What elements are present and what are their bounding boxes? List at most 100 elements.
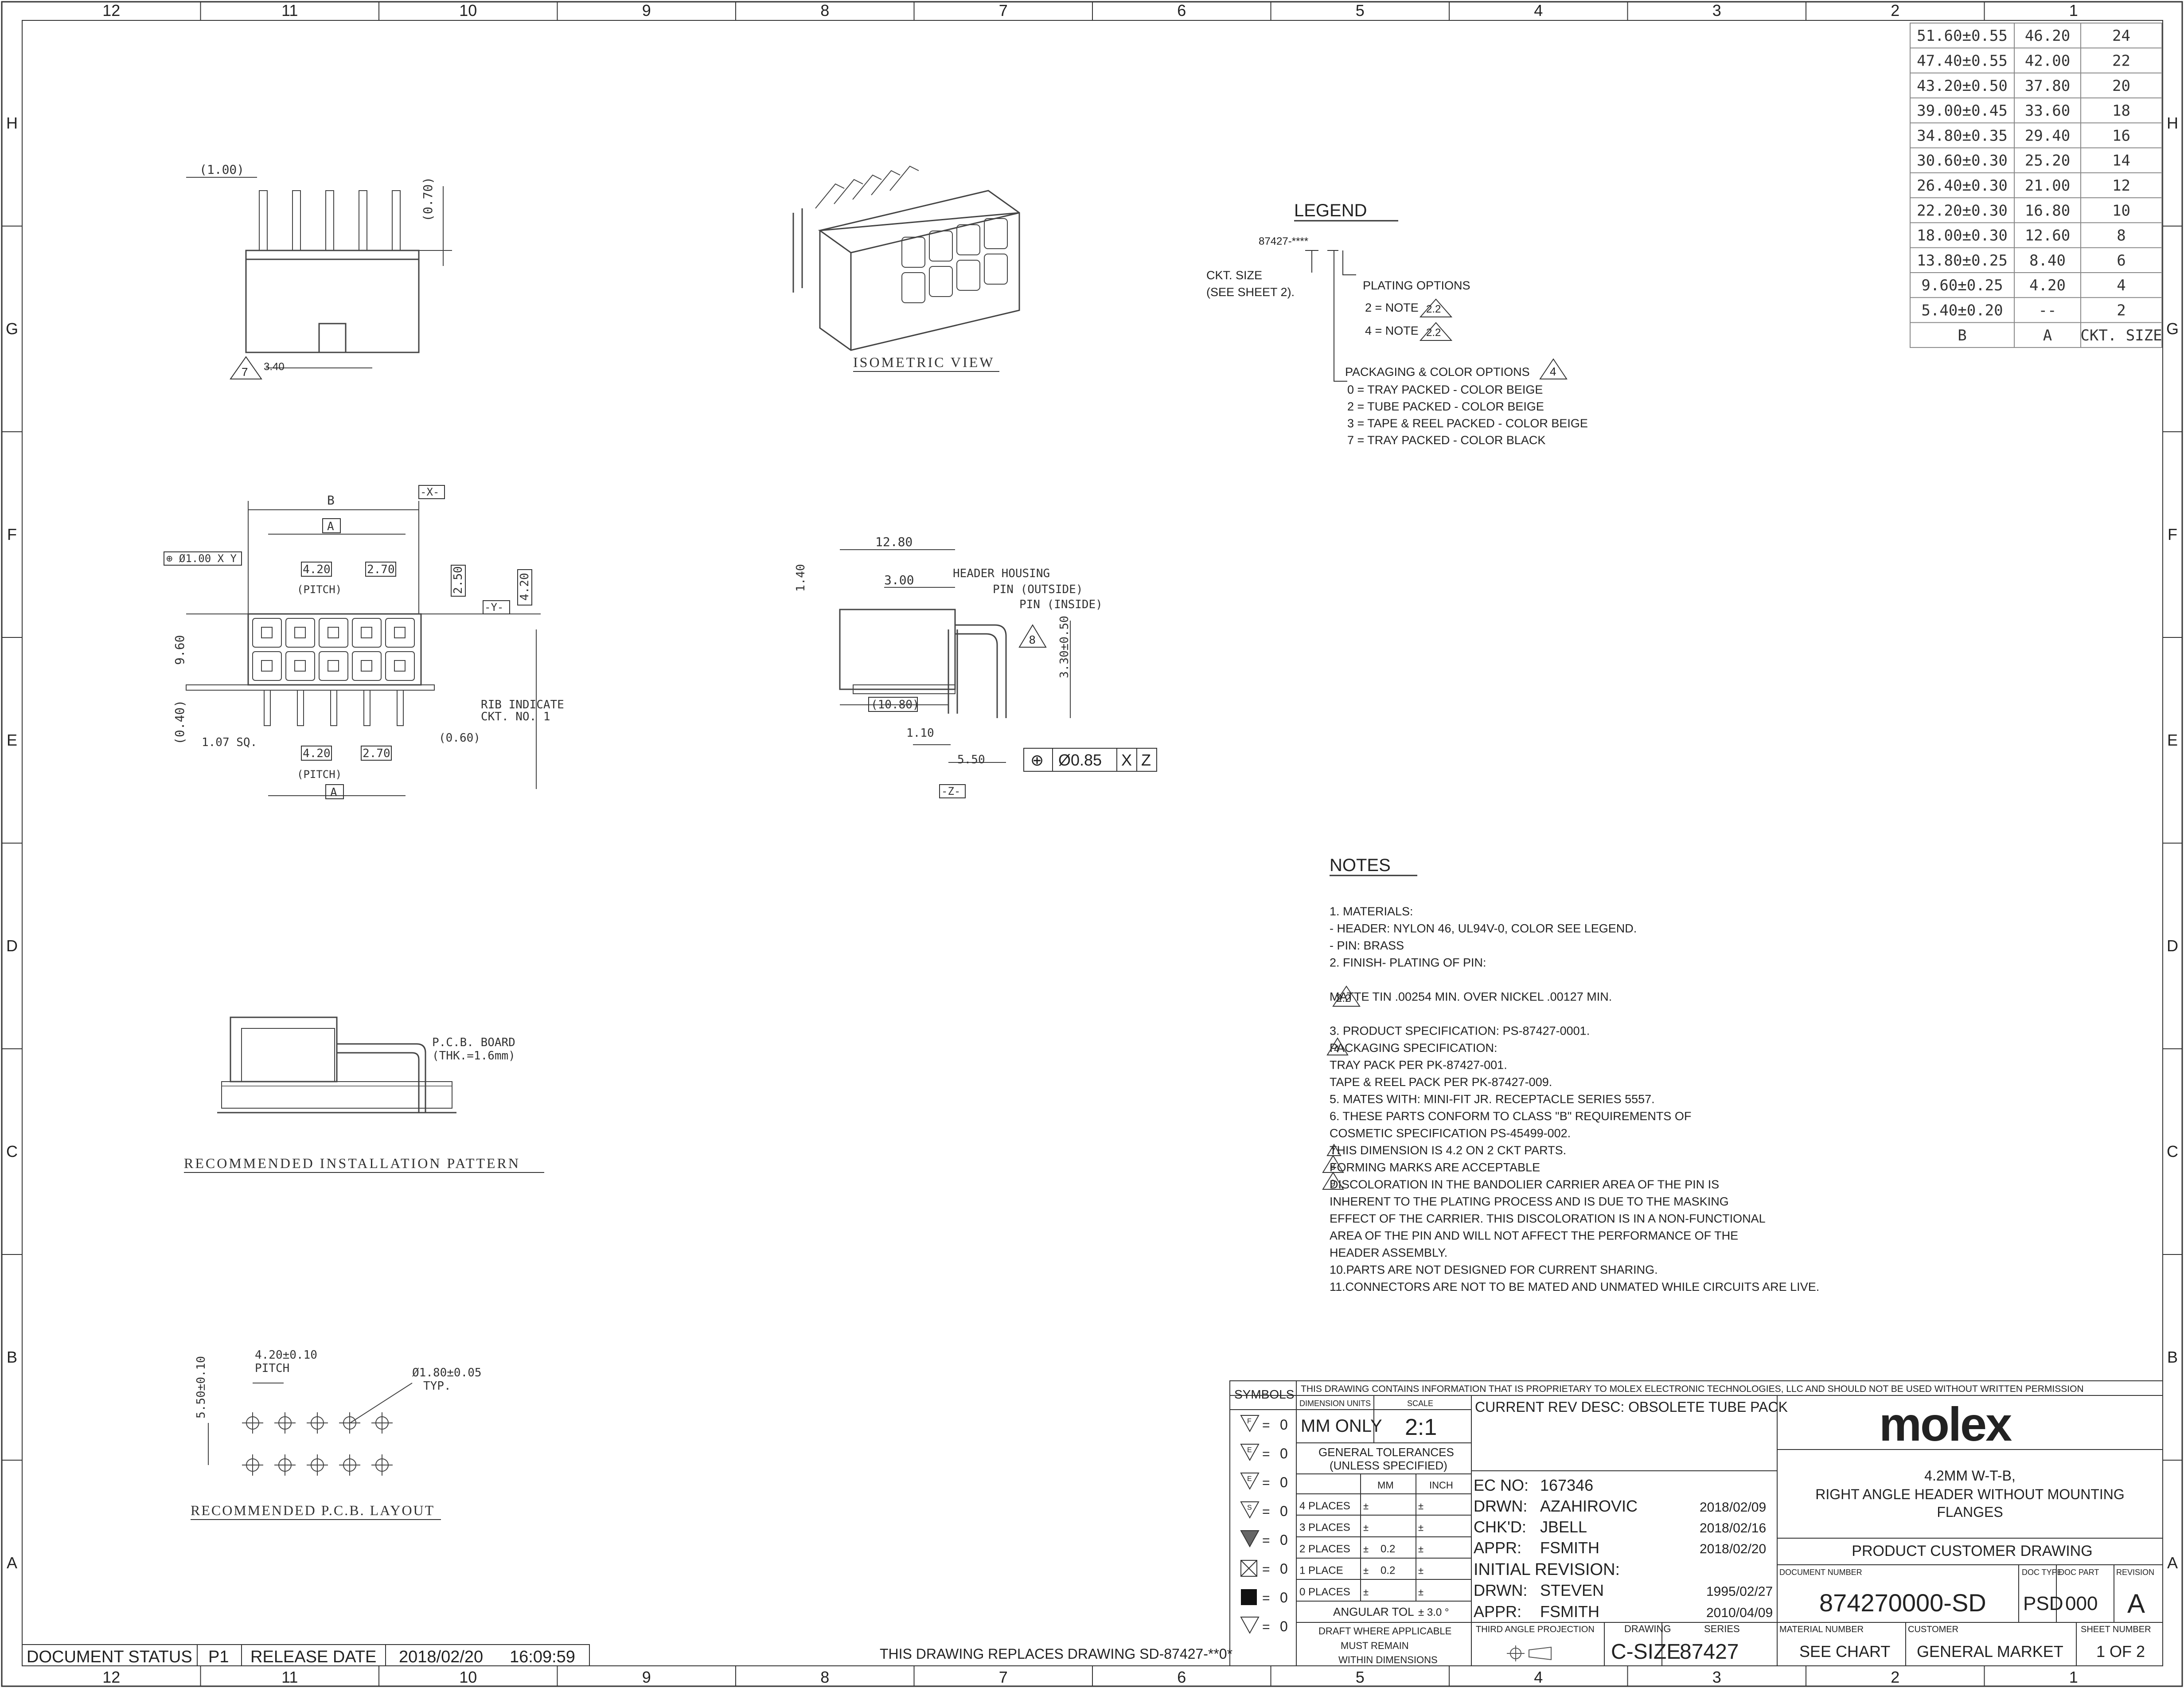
zone-row-left: C	[6, 1142, 18, 1160]
note-line: INHERENT TO THE PLATING PROCESS AND IS D…	[1330, 1195, 1729, 1208]
revision: A	[2127, 1589, 2145, 1618]
zone-col-bottom: 10	[459, 1668, 477, 1686]
appr-date: 2018/02/20	[1700, 1542, 1766, 1556]
note-tri-8: 8	[1330, 1161, 1335, 1172]
chkd-label: CHK'D:	[1474, 1518, 1526, 1536]
dim-060: (0.60)	[439, 731, 480, 745]
installation-title: RECOMMENDED INSTALLATION PATTERN	[184, 1155, 520, 1171]
zone-col-top: 3	[1712, 1, 1721, 20]
draft-1: DRAFT WHERE APPLICABLE	[1318, 1625, 1451, 1637]
legend-note22-a: 2.2	[1426, 303, 1441, 315]
zone-row-right: B	[2167, 1348, 2178, 1366]
datum-Z: -Z-	[941, 785, 960, 797]
legend-option: 2 = TUBE PACKED - COLOR BEIGE	[1347, 400, 1544, 413]
tol-place-label: 0 PLACES	[1299, 1586, 1350, 1598]
note-line: - HEADER: NYLON 46, UL94V-0, COLOR SEE L…	[1330, 922, 1637, 935]
pin-inside-label: PIN (INSIDE)	[1019, 598, 1103, 611]
note-tri-9: 9	[1330, 1178, 1335, 1189]
doc-num-label: DOCUMENT NUMBER	[1779, 1568, 1862, 1577]
pcb-board-label: P.C.B. BOARD	[432, 1036, 515, 1049]
ckt-table-cell: 20	[2112, 77, 2130, 95]
rib-label-2: CKT. NO. 1	[481, 710, 550, 723]
doc-type-label: DOC TYPE	[2022, 1568, 2063, 1577]
note-line: MATTE TIN .00254 MIN. OVER NICKEL .00127…	[1330, 990, 1612, 1004]
zone-col-top: 10	[459, 1, 477, 20]
ckt-table-cell: 18	[2112, 102, 2130, 120]
symbol-zero: 0	[1280, 1618, 1288, 1634]
ckt-table-cell: 16	[2112, 127, 2130, 145]
rev-desc: CURRENT REV DESC: OBSOLETE TUBE PACK	[1475, 1399, 1788, 1415]
note-line: HEADER ASSEMBLY.	[1330, 1246, 1447, 1259]
symbol-letter: E	[1247, 1446, 1252, 1454]
zone-col-bottom: 1	[2069, 1668, 2078, 1686]
title-block	[1229, 1380, 2163, 1666]
tol-pm: ±	[1363, 1543, 1369, 1555]
scale-label: SCALE	[1407, 1399, 1433, 1408]
gdt-position-symbol: ⊕	[1030, 751, 1044, 769]
symbol-zero: 0	[1280, 1446, 1288, 1461]
customer-value: GENERAL MARKET	[1917, 1642, 2063, 1661]
legend-title: LEGEND	[1294, 201, 1367, 220]
dim-250: 2.50	[452, 566, 465, 594]
tol-pm: ±	[1363, 1500, 1369, 1512]
pitch-label-b: (PITCH)	[297, 768, 342, 781]
zone-row-left: F	[7, 525, 17, 543]
third-angle-icon	[1507, 1645, 1552, 1661]
zone-col-top: 1	[2069, 1, 2078, 20]
dim-107: 1.07 SQ.	[202, 736, 257, 749]
legend-plating: PLATING OPTIONS	[1363, 279, 1470, 292]
ckt-table-cell: 25.20	[2025, 152, 2070, 170]
zone-row-right: E	[2167, 731, 2178, 749]
dim-pitch-420: 4.20	[303, 563, 331, 576]
zone-col-bottom: 6	[1177, 1668, 1186, 1686]
pcb-hole-typ: TYP.	[423, 1379, 451, 1393]
zone-col-top: 12	[102, 1, 120, 20]
symbol-letter: E	[1247, 1475, 1252, 1483]
gdt-tolerance: Ø0.85	[1058, 751, 1102, 769]
zone-row-left: G	[6, 320, 18, 338]
ckt-table-cell: 43.20±0.50	[1917, 77, 2008, 95]
legend-packaging: PACKAGING & COLOR OPTIONS	[1345, 365, 1530, 379]
ckt-table-cell: 24	[2112, 27, 2130, 45]
ckt-table-cell: 4	[2117, 277, 2126, 294]
symbols-label: SYMBOLS	[1234, 1387, 1294, 1401]
ckt-table-cell: 51.60±0.55	[1917, 27, 2008, 45]
angular-tol: ANGULAR TOL	[1333, 1605, 1414, 1618]
note-tri-22: 2.2	[1336, 992, 1351, 1004]
doc-status-label: DOCUMENT STATUS	[27, 1648, 192, 1666]
chkd-date: 2018/02/16	[1700, 1521, 1766, 1536]
ckt-table-cell: 42.00	[2025, 52, 2070, 70]
release-date-label: RELEASE DATE	[250, 1648, 376, 1666]
zone-row-right: A	[2167, 1554, 2178, 1572]
revision-label: REVISION	[2116, 1568, 2154, 1577]
ckt-table-cell: B	[1958, 327, 1966, 344]
zone-col-top: 9	[642, 1, 651, 20]
doc-status-value: P1	[208, 1648, 229, 1666]
header-housing-label: HEADER HOUSING	[953, 567, 1050, 580]
drawing-size: C-SIZE	[1611, 1640, 1681, 1664]
i-drwn-name: STEVEN	[1540, 1581, 1604, 1599]
ckt-table-cell: CKT. SIZE	[2080, 327, 2162, 344]
dim-340: 3.40	[264, 361, 285, 373]
series-value: 87427	[1680, 1640, 1739, 1664]
symbol-eq: =	[1262, 1447, 1270, 1461]
dim-140: 1.40	[794, 564, 807, 592]
zone-row-right: C	[2167, 1142, 2178, 1160]
zone-col-bottom: 3	[1712, 1668, 1721, 1686]
ckt-table-cell: 30.60±0.30	[1917, 152, 2008, 170]
dim-330: 3.30±0.50	[1058, 616, 1071, 678]
notes: NOTES 1. MATERIALS: - HEADER: NYLON 46, …	[1322, 856, 1819, 1293]
tol-pm-inch: ±	[1418, 1500, 1424, 1512]
pcb-layout-title: RECOMMENDED P.C.B. LAYOUT	[191, 1502, 435, 1518]
tol-pm: ±	[1363, 1522, 1369, 1533]
zone-row-left: D	[6, 937, 18, 955]
pcb-row-dim: 5.50±0.10	[195, 1356, 208, 1418]
replaces-note: THIS DRAWING REPLACES DRAWING SD-87427-*…	[880, 1646, 1232, 1662]
zone-col-bottom: 2	[1891, 1668, 1899, 1686]
legend-p2: 2 = NOTE	[1365, 301, 1419, 314]
zone-col-top: 5	[1356, 1, 1365, 20]
ckt-table-cell: 37.80	[2025, 77, 2070, 95]
zone-col-top: 8	[820, 1, 829, 20]
pcb-thk-label: (THK.=1.6mm)	[432, 1049, 515, 1063]
i-drwn-label: DRWN:	[1474, 1581, 1527, 1599]
